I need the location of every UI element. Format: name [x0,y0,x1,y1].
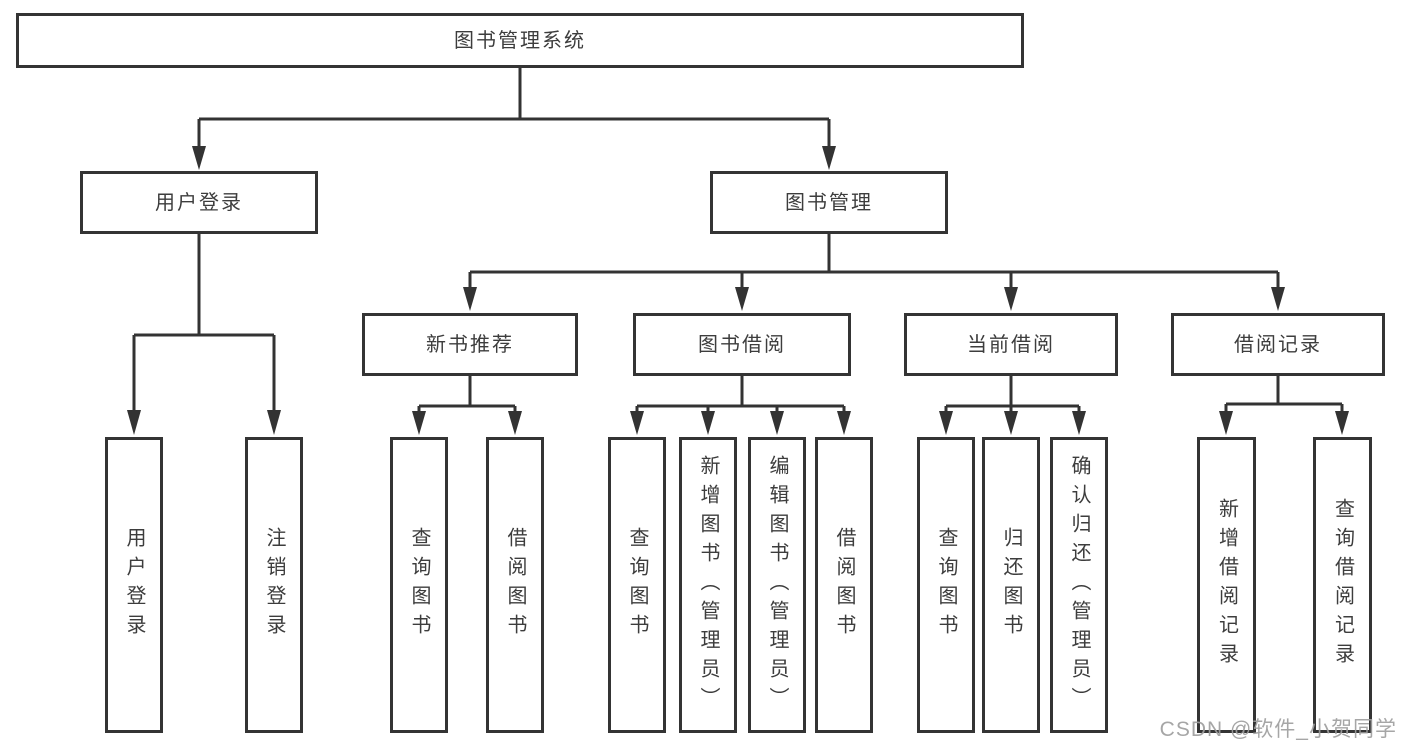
connector-borrow-records [1219,376,1349,435]
leaf-confirm-return-admin: 确认归还（管理员） [1050,437,1108,733]
watermark: CSDN @软件_小贺同学 [1159,718,1397,741]
leaf-add-books-admin: 新增图书（管理员） [679,437,737,733]
leaf-return-books: 归还图书 [982,437,1040,733]
node-book-borrow: 图书借阅 [633,313,851,376]
leaf-logout: 注销登录 [245,437,303,733]
leaf-query-books-borrow-label: 查询图书 [626,527,648,643]
connector-current-borrow [939,376,1086,435]
node-new-book-recommend: 新书推荐 [362,313,578,376]
connector-root [192,68,836,170]
leaf-add-books-admin-label: 新增图书（管理员） [697,454,719,716]
leaf-borrow-books: 借阅图书 [815,437,873,733]
node-book-management: 图书管理 [710,171,948,234]
node-borrow-records: 借阅记录 [1171,313,1385,376]
connector-book-borrow [630,376,851,435]
connector-book-management [463,234,1285,311]
leaf-add-borrow-record: 新增借阅记录 [1197,437,1256,733]
leaf-query-books-borrow: 查询图书 [608,437,666,733]
node-book-management-label: 图书管理 [785,191,873,214]
leaf-user-login-label: 用户登录 [123,527,145,643]
node-root: 图书管理系统 [16,13,1024,68]
leaf-query-books-current-label: 查询图书 [935,527,957,643]
leaf-return-books-label: 归还图书 [1000,527,1022,643]
connector-user-login [127,234,281,435]
leaf-borrow-books-label: 借阅图书 [833,527,855,643]
leaf-borrow-books-recommend-label: 借阅图书 [504,527,526,643]
leaf-edit-books-admin: 编辑图书（管理员） [748,437,806,733]
node-user-login: 用户登录 [80,171,318,234]
connector-new-book-recommend [412,376,522,435]
leaf-query-books-current: 查询图书 [917,437,975,733]
leaf-query-borrow-record-label: 查询借阅记录 [1331,498,1354,672]
node-current-borrow: 当前借阅 [904,313,1118,376]
leaf-query-books-recommend-label: 查询图书 [408,527,430,643]
leaf-logout-label: 注销登录 [263,527,285,643]
node-new-book-recommend-label: 新书推荐 [426,333,514,356]
leaf-confirm-return-admin-label: 确认归还（管理员） [1068,454,1090,716]
leaf-add-borrow-record-label: 新增借阅记录 [1215,498,1238,672]
node-root-label: 图书管理系统 [454,29,586,52]
leaf-query-borrow-record: 查询借阅记录 [1313,437,1372,733]
leaf-edit-books-admin-label: 编辑图书（管理员） [766,454,788,716]
node-borrow-records-label: 借阅记录 [1234,333,1322,356]
node-current-borrow-label: 当前借阅 [967,333,1055,356]
node-user-login-label: 用户登录 [155,191,243,214]
leaf-user-login: 用户登录 [105,437,163,733]
node-book-borrow-label: 图书借阅 [698,333,786,356]
leaf-query-books-recommend: 查询图书 [390,437,448,733]
leaf-borrow-books-recommend: 借阅图书 [486,437,544,733]
